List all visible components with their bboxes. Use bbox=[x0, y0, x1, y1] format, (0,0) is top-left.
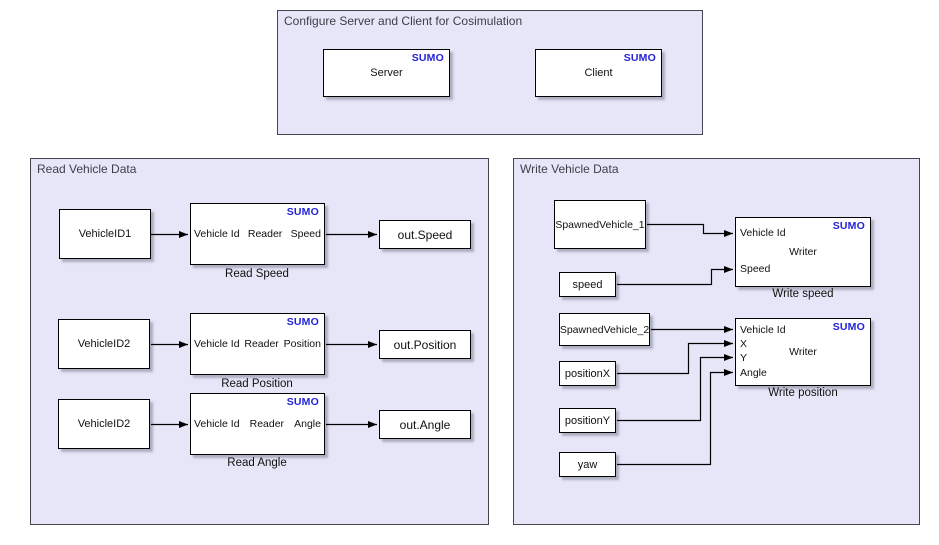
block-caption: Write speed bbox=[772, 288, 834, 300]
area-title: Read Vehicle Data bbox=[37, 162, 137, 176]
block-vehicleid2-position[interactable]: VehicleID2 bbox=[58, 319, 150, 369]
block-label: VehicleID2 bbox=[77, 418, 131, 430]
block-label: VehicleID2 bbox=[77, 338, 131, 350]
block-label: yaw bbox=[577, 458, 598, 471]
block-type-label: Reader bbox=[244, 338, 279, 350]
block-server[interactable]: SUMO Server bbox=[323, 49, 450, 97]
sumo-badge: SUMO bbox=[832, 220, 865, 232]
output-port-label: Position bbox=[283, 338, 321, 350]
block-write-position[interactable]: SUMO Vehicle Id X Writer Y Angle bbox=[735, 318, 871, 386]
output-port-label: Angle bbox=[294, 418, 321, 430]
block-label: positionY bbox=[564, 414, 611, 427]
block-type-label: Writer bbox=[789, 246, 817, 258]
block-label: out.Angle bbox=[399, 417, 451, 432]
input-port-label: Vehicle Id bbox=[194, 418, 240, 430]
input-port-label: Vehicle Id bbox=[194, 338, 240, 350]
block-vehicleid1[interactable]: VehicleID1 bbox=[59, 209, 151, 259]
block-positiony[interactable]: positionY bbox=[559, 408, 616, 433]
block-out-position[interactable]: out.Position bbox=[379, 330, 471, 359]
block-caption: Read Position bbox=[221, 378, 293, 390]
block-label: positionX bbox=[564, 367, 611, 380]
block-label: SpawnedVehicle_1 bbox=[555, 218, 645, 231]
block-label: VehicleID1 bbox=[78, 228, 132, 240]
connector-line[interactable] bbox=[617, 369, 733, 466]
connector-line[interactable] bbox=[617, 354, 733, 422]
block-client[interactable]: SUMO Client bbox=[535, 49, 662, 97]
block-label: SpawnedVehicle_2 bbox=[559, 323, 650, 336]
block-read-angle[interactable]: SUMO Vehicle Id Reader Angle bbox=[190, 393, 325, 455]
block-vehicleid2-angle[interactable]: VehicleID2 bbox=[58, 399, 150, 449]
block-out-angle[interactable]: out.Angle bbox=[379, 410, 471, 439]
block-caption: Read Speed bbox=[225, 268, 289, 280]
connector-line[interactable] bbox=[617, 340, 733, 375]
block-label: Client bbox=[584, 67, 613, 79]
sumo-badge: SUMO bbox=[623, 52, 656, 64]
area-title: Configure Server and Client for Cosimula… bbox=[284, 14, 523, 28]
block-read-speed[interactable]: SUMO Vehicle Id Reader Speed bbox=[190, 203, 325, 265]
block-spawnedvehicle-1[interactable]: SpawnedVehicle_1 bbox=[554, 200, 646, 249]
input-port-label: X bbox=[740, 338, 748, 350]
block-type-label: Writer bbox=[789, 346, 817, 358]
connector-line[interactable] bbox=[647, 223, 733, 237]
input-port-label: Vehicle Id bbox=[740, 227, 786, 239]
block-out-speed[interactable]: out.Speed bbox=[379, 220, 471, 249]
block-write-speed[interactable]: SUMO Vehicle Id Writer Speed bbox=[735, 217, 871, 287]
block-label: Server bbox=[370, 67, 403, 79]
input-port-label: Y bbox=[740, 352, 748, 364]
sumo-badge: SUMO bbox=[286, 316, 319, 328]
sumo-badge: SUMO bbox=[286, 396, 319, 408]
input-port-label: Vehicle Id bbox=[194, 228, 240, 240]
block-type-label: Reader bbox=[249, 418, 285, 430]
sumo-badge: SUMO bbox=[832, 321, 865, 333]
block-caption: Read Angle bbox=[227, 457, 287, 469]
block-caption: Write position bbox=[768, 387, 838, 399]
sumo-badge: SUMO bbox=[411, 52, 444, 64]
connector-line[interactable] bbox=[617, 266, 733, 286]
block-label: speed bbox=[572, 278, 603, 291]
block-label: out.Speed bbox=[397, 227, 453, 242]
block-label: out.Position bbox=[393, 337, 457, 352]
input-port-label: Angle bbox=[740, 367, 767, 379]
output-port-label: Speed bbox=[290, 228, 321, 240]
area-title: Write Vehicle Data bbox=[520, 162, 619, 176]
input-port-label: Vehicle Id bbox=[740, 324, 786, 336]
block-speed[interactable]: speed bbox=[559, 272, 616, 297]
block-type-label: Reader bbox=[247, 228, 283, 240]
sumo-badge: SUMO bbox=[286, 206, 319, 218]
input-port-label: Speed bbox=[740, 263, 771, 275]
block-yaw[interactable]: yaw bbox=[559, 452, 616, 477]
block-read-position[interactable]: SUMO Vehicle Id Reader Position bbox=[190, 313, 325, 375]
block-positionx[interactable]: positionX bbox=[559, 361, 616, 386]
block-spawnedvehicle-2[interactable]: SpawnedVehicle_2 bbox=[559, 313, 650, 346]
